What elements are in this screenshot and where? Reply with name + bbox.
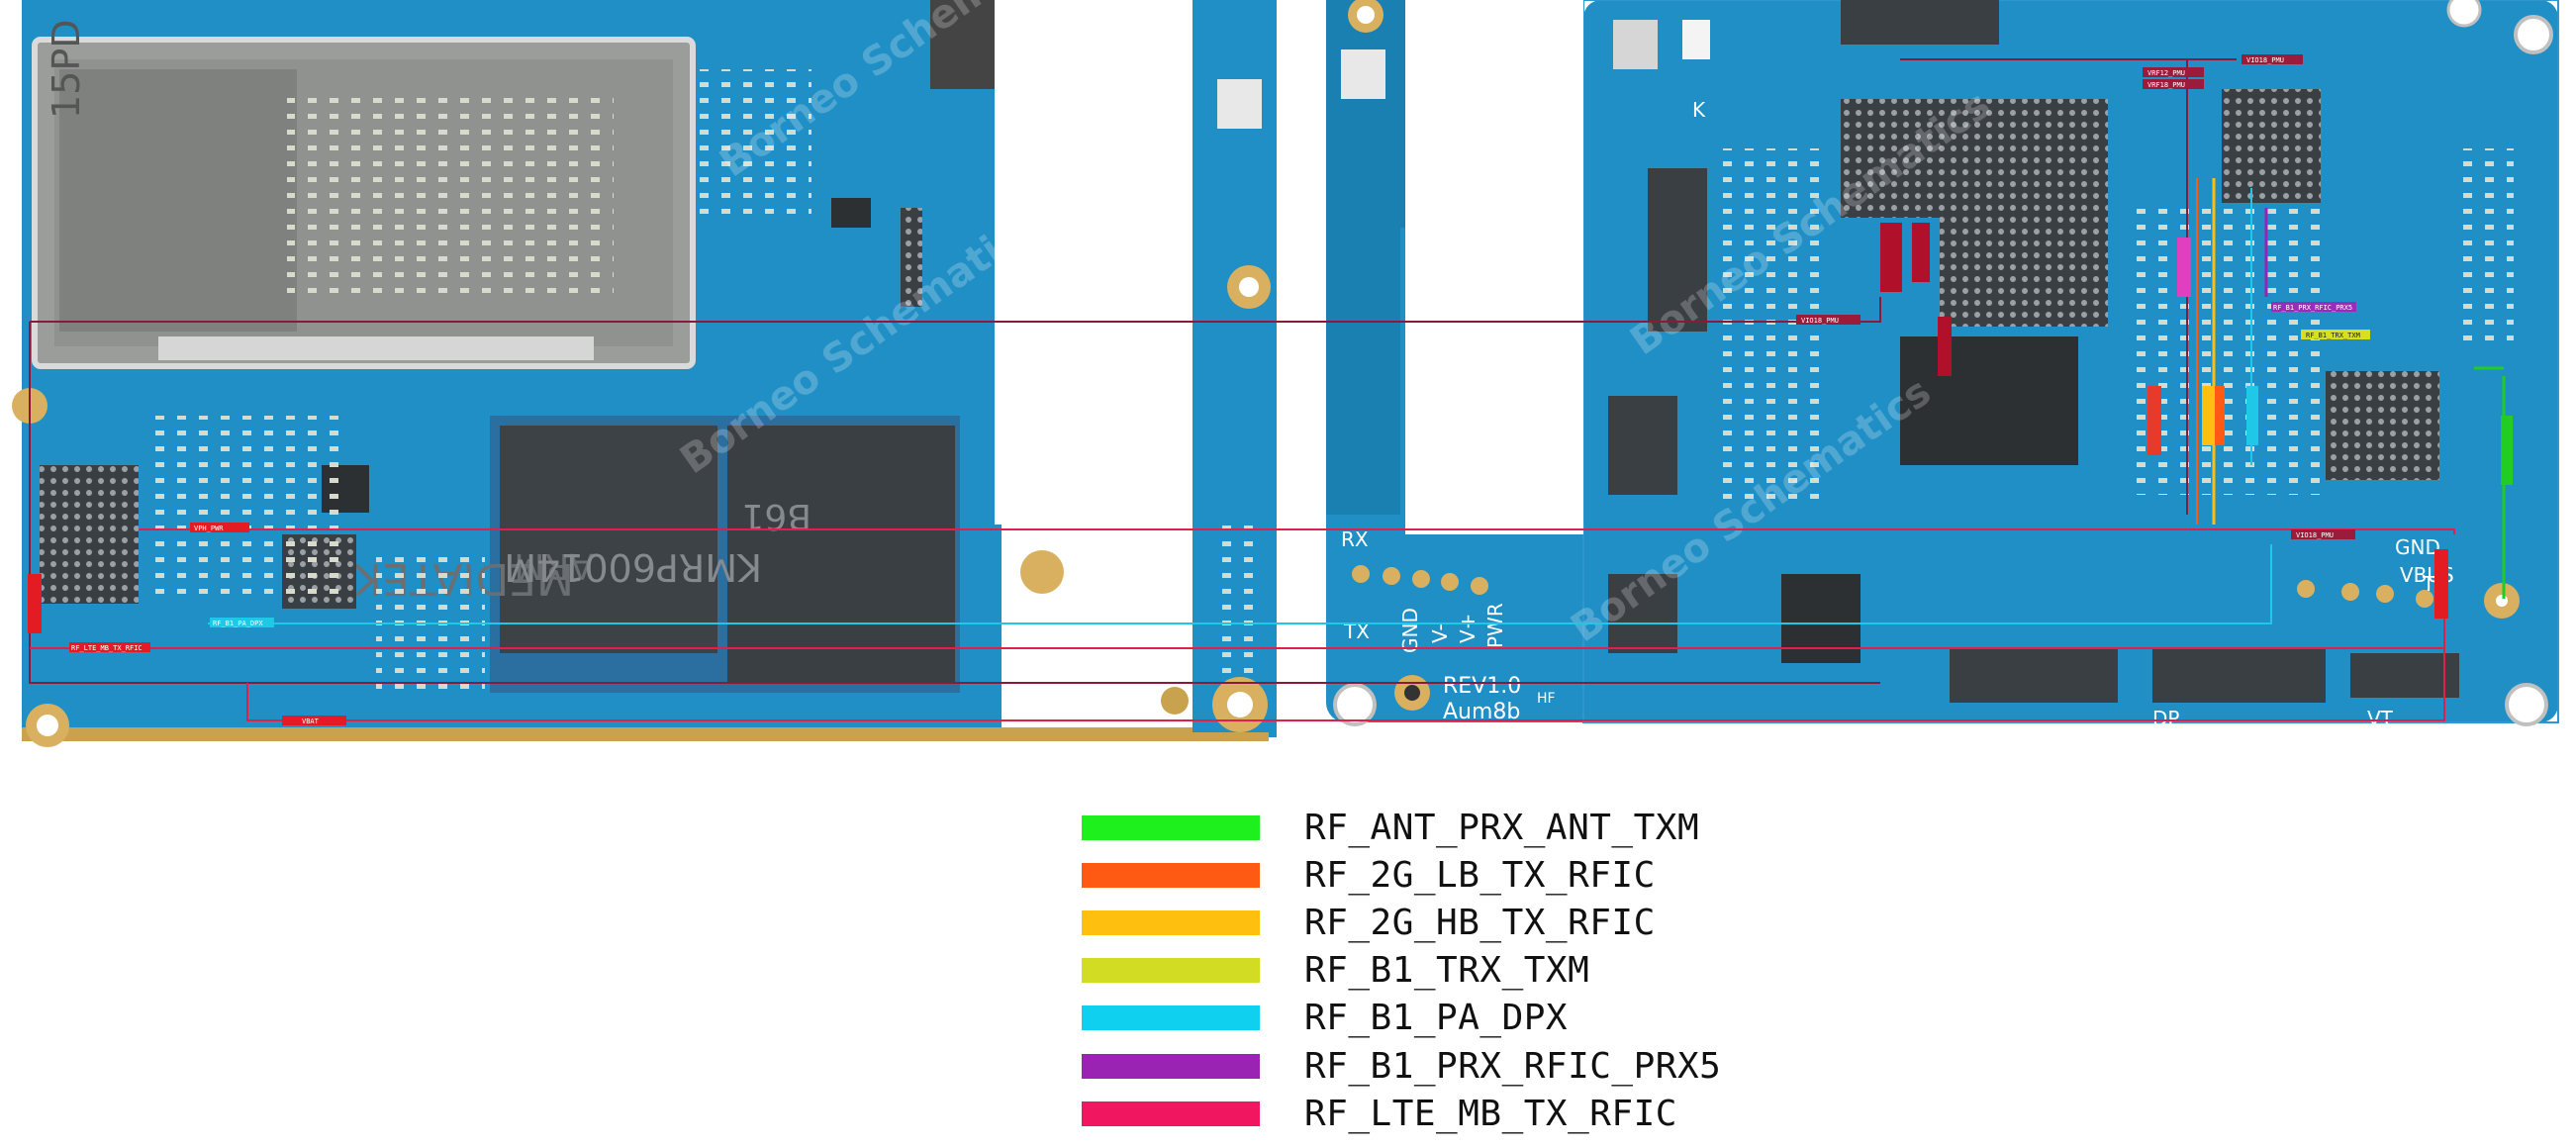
- memory-chip-text: KMRP60014M: [504, 545, 762, 589]
- left-gold-edge: [22, 727, 1269, 741]
- rev-label: REV1.0: [1443, 674, 1521, 699]
- vminus-label: V-: [1428, 623, 1452, 643]
- tag-vbat: VBAT: [302, 718, 320, 725]
- right-rf-ic: [2326, 371, 2439, 480]
- svg-text:ARM: ARM: [514, 545, 594, 586]
- legend-swatch: [1082, 958, 1260, 984]
- t-label: T: [2422, 572, 2435, 596]
- right-board: [1326, 0, 2559, 726]
- net-legend: RF_ANT_PRX_ANT_TXM RF_2G_LB_TX_RFIC RF_2…: [1082, 804, 1873, 1137]
- legend-label: RF_LTE_MB_TX_RFIC: [1304, 1093, 1677, 1134]
- test-pads: [1352, 565, 2433, 608]
- right-soc: [1940, 99, 2108, 327]
- tag-rf-b1-pa-dpx: RF_B1_PA_DPX: [213, 620, 263, 627]
- legend-item: RF_ANT_PRX_ANT_TXM: [1082, 804, 1873, 851]
- legend-swatch: [1082, 862, 1260, 888]
- left-board: 15PD MEDIATEK ARM KMRP60014M B61: [12, 0, 1277, 747]
- tag-vph-pwr: VPH_PWR: [194, 525, 224, 532]
- legend-swatch: [1082, 1100, 1260, 1126]
- rx-label: RX: [1341, 527, 1369, 551]
- svg-text:VIO18_PMU: VIO18_PMU: [2296, 531, 2334, 539]
- k-label: K: [1692, 98, 1706, 122]
- memory-chip: KMRP60014M B61: [504, 426, 955, 683]
- sim-tray-mark: 15PD: [45, 19, 88, 119]
- svg-text:VRF12_PMU: VRF12_PMU: [2147, 69, 2185, 77]
- gnd-label-right: GND: [2395, 535, 2440, 559]
- legend-item: RF_LTE_MB_TX_RFIC: [1082, 1090, 1873, 1137]
- tag-rf-b1-prx: RF_B1_PRX_RFIC_PRX5: [2273, 304, 2352, 312]
- legend-item: RF_B1_TRX_TXM: [1082, 947, 1873, 995]
- legend-swatch: [1082, 1005, 1260, 1031]
- svg-text:VIO18_PMU: VIO18_PMU: [1801, 317, 1839, 325]
- tag-rf-lte-mb-tx-rfic: RF_LTE_MB_TX_RFIC: [71, 644, 143, 652]
- legend-item: RF_B1_PA_DPX: [1082, 995, 1873, 1042]
- legend-label: RF_2G_LB_TX_RFIC: [1304, 854, 1656, 896]
- gnd-label: GND: [1398, 608, 1422, 653]
- hf-label: HF: [1537, 691, 1556, 707]
- legend-item: RF_2G_LB_TX_RFIC: [1082, 851, 1873, 899]
- rf-chip-left: [40, 465, 139, 604]
- legend-label: RF_B1_TRX_TXM: [1304, 950, 1590, 992]
- dp-label: DP: [2152, 707, 2179, 730]
- legend-label: RF_ANT_PRX_ANT_TXM: [1304, 807, 1700, 848]
- qr-code-left: [1217, 79, 1262, 129]
- pcb-board-diagram: 15PD MEDIATEK ARM KMRP60014M B61: [12, 0, 2559, 747]
- net-tags: VPH_PWR RF_B1_PA_DPX RF_LTE_MB_TX_RFIC V…: [69, 54, 2370, 725]
- legend-swatch: [1082, 1053, 1260, 1079]
- tag-rf-b1-trx: RF_B1_TRX_TXM: [2306, 332, 2360, 339]
- legend-item: RF_B1_PRX_RFIC_PRX5: [1082, 1042, 1873, 1090]
- sim-tray: 15PD: [32, 19, 696, 369]
- vt-label: VT: [2367, 707, 2394, 730]
- legend-item: RF_2G_HB_TX_RFIC: [1082, 899, 1873, 946]
- svg-text:VIO18_PMU: VIO18_PMU: [2246, 56, 2284, 64]
- legend-swatch: [1082, 909, 1260, 935]
- legend-swatch: [1082, 814, 1260, 840]
- legend-label: RF_B1_PA_DPX: [1304, 998, 1569, 1039]
- legend-label: RF_2G_HB_TX_RFIC: [1304, 902, 1656, 943]
- vplus-label: V+: [1456, 614, 1479, 643]
- pwr-label: PWR: [1483, 603, 1507, 648]
- legend-label: RF_B1_PRX_RFIC_PRX5: [1304, 1045, 1722, 1087]
- svg-text:VRF18_PMU: VRF18_PMU: [2147, 81, 2185, 89]
